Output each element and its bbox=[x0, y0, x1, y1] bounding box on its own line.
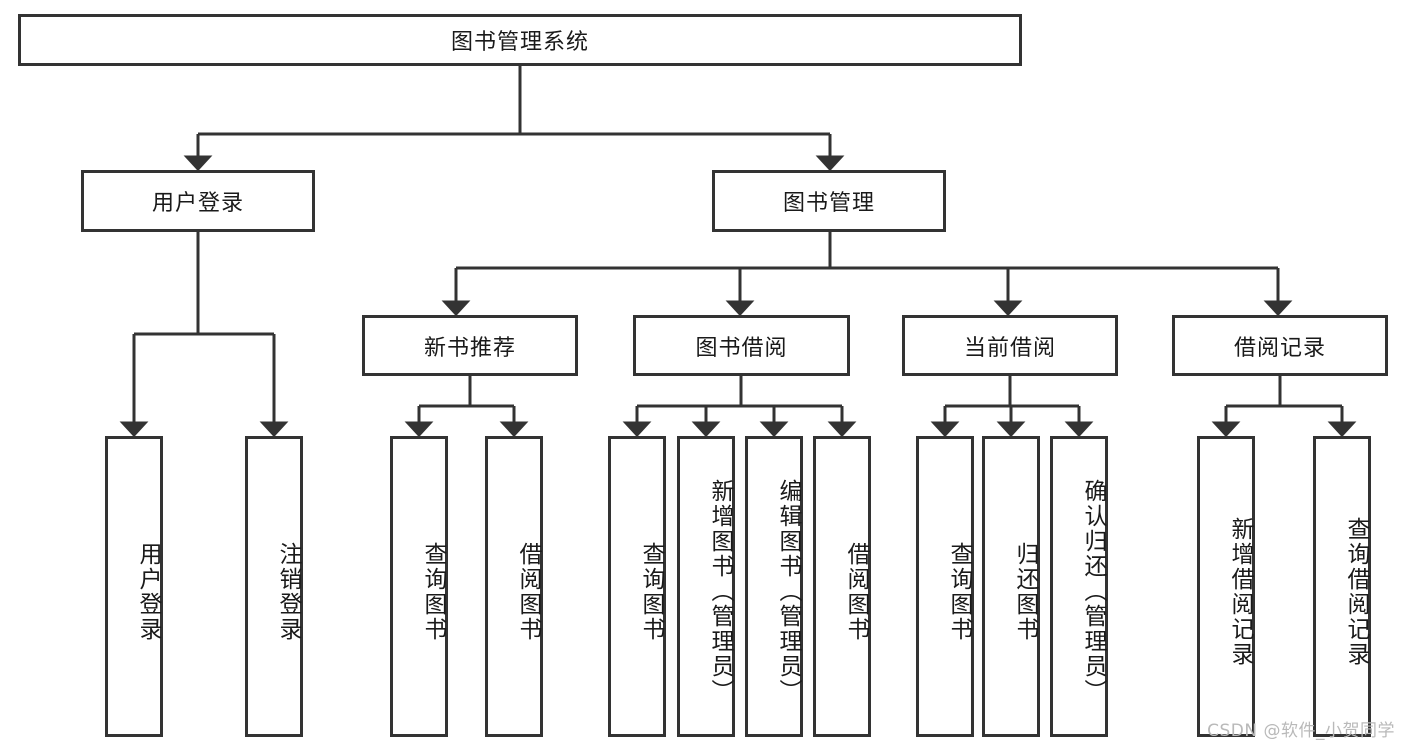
node-label: 归还图书 bbox=[1012, 541, 1038, 642]
leaf-user-login-signout[interactable]: 注销登录 bbox=[245, 436, 303, 737]
node-label: 图书管理系统 bbox=[450, 30, 589, 55]
node-label: 借阅图书 bbox=[843, 541, 869, 642]
node-book-management[interactable]: 图书管理 bbox=[712, 170, 946, 232]
node-label: 查询借阅记录 bbox=[1343, 516, 1369, 667]
leaf-borrow-edit-book-admin[interactable]: 编辑图书（管理员） bbox=[745, 436, 803, 737]
node-label: 当前借阅 bbox=[963, 335, 1056, 361]
watermark-text: CSDN @软件_小贺同学 bbox=[1207, 721, 1395, 741]
node-label: 图书借阅 bbox=[695, 335, 788, 361]
leaf-current-query-book[interactable]: 查询图书 bbox=[916, 436, 974, 737]
leaf-borrow-borrow-book[interactable]: 借阅图书 bbox=[813, 436, 871, 737]
leaf-new-book-query[interactable]: 查询图书 bbox=[390, 436, 448, 737]
leaf-records-query-record[interactable]: 查询借阅记录 bbox=[1313, 436, 1371, 737]
node-label: 借阅图书 bbox=[515, 541, 541, 642]
node-label: 用户登录 bbox=[151, 191, 244, 216]
node-label: 新书推荐 bbox=[423, 335, 516, 361]
leaf-current-return-book[interactable]: 归还图书 bbox=[982, 436, 1040, 737]
leaf-borrow-add-book-admin[interactable]: 新增图书（管理员） bbox=[677, 436, 735, 737]
node-label: 编辑图书（管理员） bbox=[775, 479, 801, 704]
leaf-new-book-borrow[interactable]: 借阅图书 bbox=[485, 436, 543, 737]
node-user-login[interactable]: 用户登录 bbox=[81, 170, 315, 232]
node-label: 查询图书 bbox=[638, 541, 664, 642]
node-label: 新增图书（管理员） bbox=[707, 479, 733, 704]
leaf-user-login-signin[interactable]: 用户登录 bbox=[105, 436, 163, 737]
node-label: 用户登录 bbox=[135, 541, 161, 642]
node-label: 图书管理 bbox=[782, 191, 875, 216]
node-book-borrow[interactable]: 图书借阅 bbox=[633, 315, 850, 376]
node-label: 查询图书 bbox=[946, 541, 972, 642]
node-label: 确认归还（管理员） bbox=[1080, 479, 1106, 704]
node-root-system[interactable]: 图书管理系统 bbox=[18, 14, 1022, 66]
leaf-records-add-record[interactable]: 新增借阅记录 bbox=[1197, 436, 1255, 737]
leaf-current-confirm-return-admin[interactable]: 确认归还（管理员） bbox=[1050, 436, 1108, 737]
node-label: 注销登录 bbox=[275, 541, 301, 642]
node-current-borrow[interactable]: 当前借阅 bbox=[902, 315, 1118, 376]
node-label: 借阅记录 bbox=[1233, 335, 1326, 361]
node-borrow-records[interactable]: 借阅记录 bbox=[1172, 315, 1388, 376]
node-label: 新增借阅记录 bbox=[1227, 516, 1253, 667]
node-new-book-recommend[interactable]: 新书推荐 bbox=[362, 315, 578, 376]
node-label: 查询图书 bbox=[420, 541, 446, 642]
leaf-borrow-query-book[interactable]: 查询图书 bbox=[608, 436, 666, 737]
